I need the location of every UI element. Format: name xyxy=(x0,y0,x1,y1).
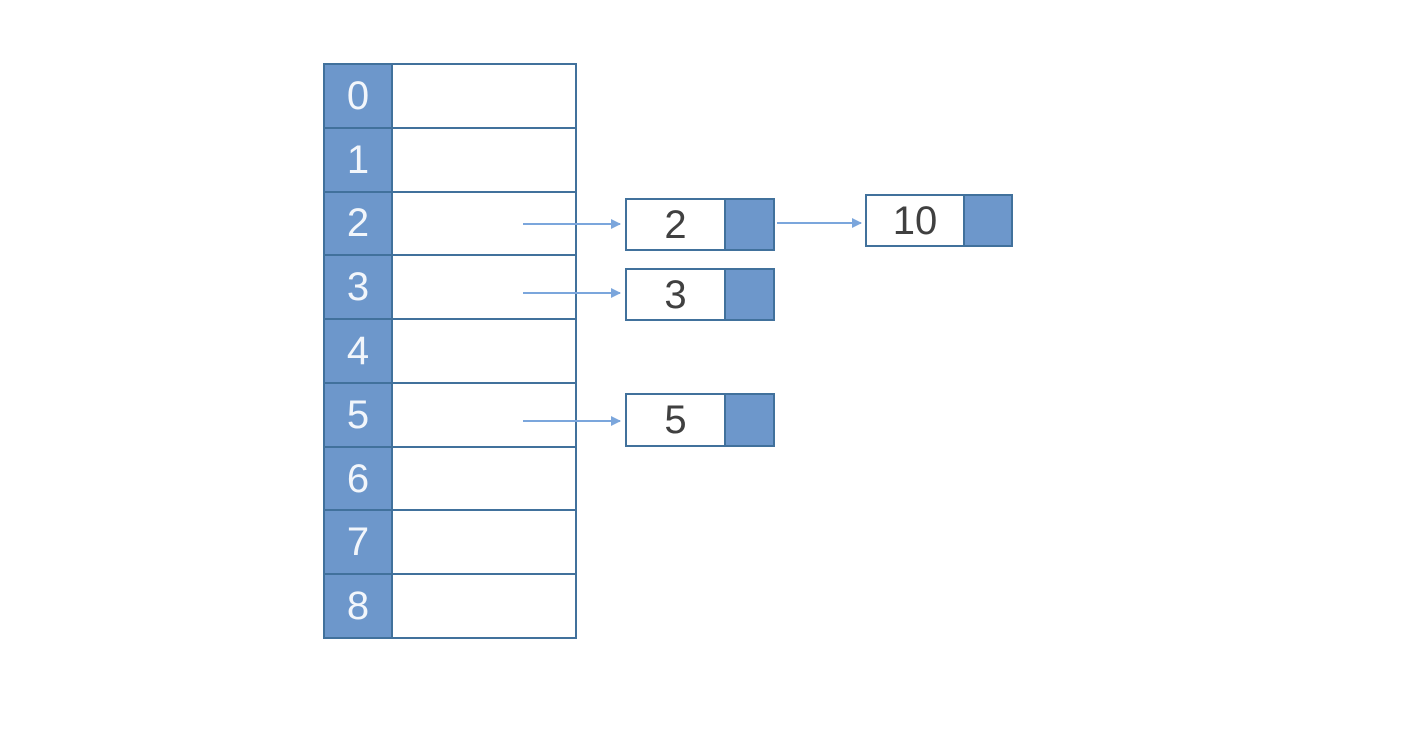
array-index-cell-0: 0 xyxy=(325,65,391,127)
list-node-value-10: 10 xyxy=(865,194,1013,247)
node-next-pointer xyxy=(724,393,775,447)
array-index-cell-5: 5 xyxy=(325,383,391,446)
array-index-cell-3: 3 xyxy=(325,256,391,319)
array-index-cell-4: 4 xyxy=(325,320,391,382)
array-index-cell-7: 7 xyxy=(325,511,391,574)
bucket-cell-1 xyxy=(393,128,575,191)
node-value: 5 xyxy=(625,393,724,447)
bucket-cell-5 xyxy=(393,383,575,446)
bucket-cell-3 xyxy=(393,256,575,319)
bucket-cell-4 xyxy=(393,320,575,382)
node-next-pointer xyxy=(963,194,1013,247)
bucket-cell-6 xyxy=(393,447,575,510)
node-value: 10 xyxy=(865,194,963,247)
array-index-cell-8: 8 xyxy=(325,575,391,637)
node-next-pointer xyxy=(724,198,775,251)
array-index-cell-2: 2 xyxy=(325,192,391,255)
bucket-cell-0 xyxy=(393,65,575,127)
node-next-pointer xyxy=(724,268,775,321)
node-value: 2 xyxy=(625,198,724,251)
bucket-cell-2 xyxy=(393,192,575,255)
list-node-value-3: 3 xyxy=(625,268,775,321)
array-index-cell-1: 1 xyxy=(325,128,391,191)
node-value: 3 xyxy=(625,268,724,321)
list-node-value-5: 5 xyxy=(625,393,775,447)
list-node-value-2: 2 xyxy=(625,198,775,251)
hash-table-array: 0 1 2 3 4 5 6 7 8 xyxy=(323,63,577,639)
bucket-cell-8 xyxy=(393,575,575,637)
array-index-cell-6: 6 xyxy=(325,447,391,510)
bucket-cell-7 xyxy=(393,511,575,574)
